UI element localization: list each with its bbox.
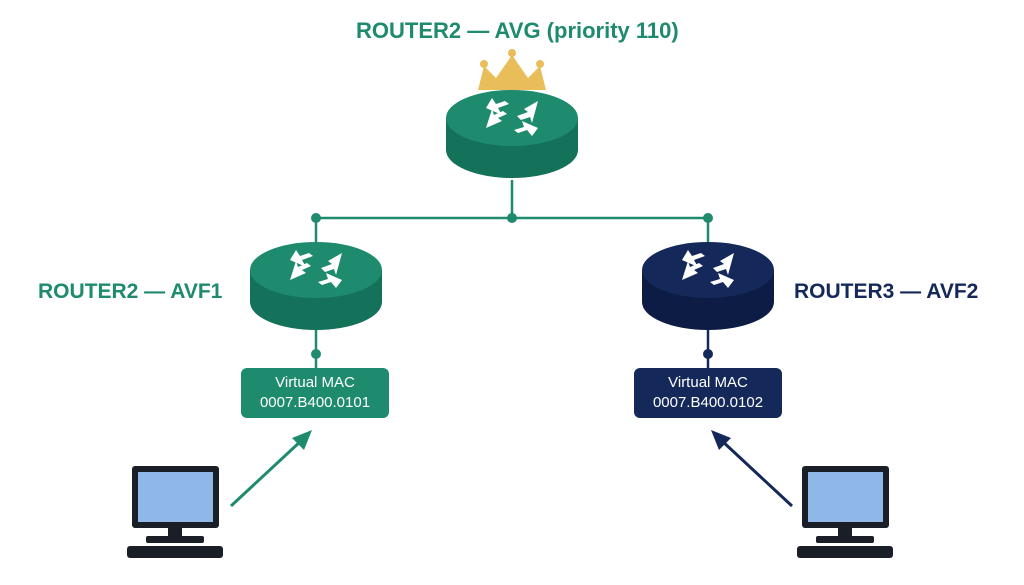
computer-left-icon (127, 466, 223, 558)
avf1-virtual-mac-box: Virtual MAC 0007.B400.0101 (241, 368, 389, 418)
arrow-pc2-to-avf2 (711, 430, 794, 508)
avf2-mac-title: Virtual MAC (668, 374, 748, 391)
avf1-mac-address: 0007.B400.0101 (259, 394, 371, 411)
junction-dots (311, 213, 713, 359)
avf1-mac-title: Virtual MAC (275, 374, 355, 391)
avf2-virtual-mac-box: Virtual MAC 0007.B400.0102 (634, 368, 782, 418)
avf2-mac-address: 0007.B400.0102 (652, 394, 764, 411)
avg-label: ROUTER2 — AVG (priority 110) (356, 18, 679, 43)
crown-icon (478, 49, 546, 90)
avf2-router-icon (642, 242, 774, 330)
avg-router-icon (446, 90, 578, 178)
avf1-router-icon (250, 242, 382, 330)
computer-right-icon (797, 466, 893, 558)
arrow-pc1-to-avf1 (229, 430, 312, 508)
avf2-label: ROUTER3 — AVF2 (794, 280, 979, 303)
avf1-label: ROUTER2 — AVF1 (38, 280, 223, 303)
